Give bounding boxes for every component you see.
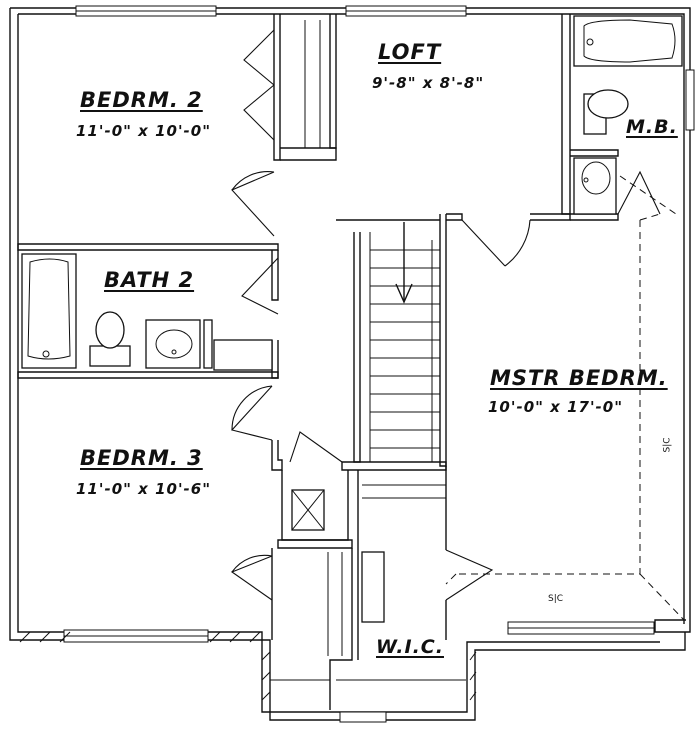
smoke-detector-symbol: S|C bbox=[662, 437, 673, 453]
room-name-loft: LOFT bbox=[378, 40, 442, 64]
room-size-bedroom-2: 11'-0" x 10'-0" bbox=[76, 122, 212, 140]
staircase bbox=[369, 222, 440, 462]
room-size-loft: 9'-8" x 8'-8" bbox=[372, 74, 485, 92]
smoke-detector-symbol: S|C bbox=[548, 594, 564, 604]
room-name-bedroom-2: BEDRM. 2 bbox=[80, 88, 203, 112]
room-name-bath-2: BATH 2 bbox=[104, 268, 195, 292]
room-name-master-bath: M.B. bbox=[626, 116, 678, 138]
doors bbox=[230, 29, 661, 601]
ceiling-outline bbox=[445, 213, 685, 621]
room-name-master-bedroom: MSTR BEDRM. bbox=[490, 366, 668, 390]
exterior-walls bbox=[9, 5, 695, 723]
room-size-bedroom-3: 11'-0" x 10'-6" bbox=[76, 480, 212, 498]
fixtures bbox=[21, 15, 683, 681]
room-size-master-bedroom: 10'-0" x 17'-0" bbox=[488, 398, 624, 416]
room-name-walk-in-closet: W.I.C. bbox=[376, 636, 444, 658]
room-name-bedroom-3: BEDRM. 3 bbox=[80, 446, 203, 470]
